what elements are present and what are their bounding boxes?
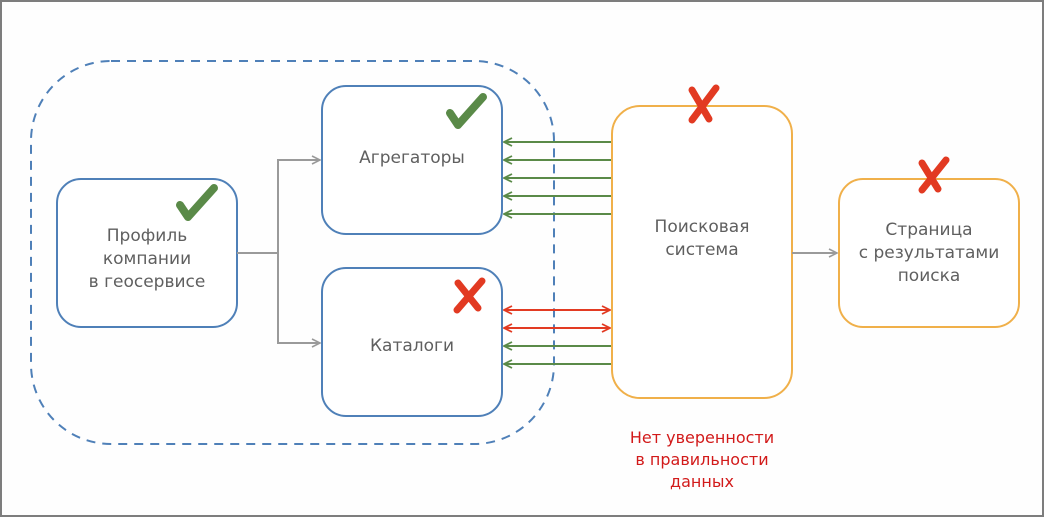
profile-check-icon — [176, 184, 218, 221]
aggregators-node-label: Агрегаторы — [359, 148, 465, 168]
catalogs-cross-icon — [453, 277, 486, 314]
aggregators-data-arrows — [504, 142, 611, 214]
search-engine-node-label: Поисковая система — [654, 217, 750, 260]
data-uncertainty-warning: Нет уверенности в правильности данных — [629, 428, 775, 491]
branch-to-aggregators-arrow — [277, 160, 320, 253]
aggregators-check-icon — [446, 93, 487, 129]
branch-to-catalogs-arrow — [277, 253, 320, 343]
profile-node-label: Профиль компании в геосервисе — [88, 226, 206, 292]
catalogs-data-arrows — [504, 310, 611, 364]
results-page-node-label: Страница с результатами поиска — [858, 220, 1000, 286]
search-engine-cross-icon — [688, 84, 720, 124]
catalogs-node-label: Каталоги — [369, 336, 455, 356]
geoservice-group-boundary — [30, 60, 555, 445]
results-page-cross-icon — [918, 156, 950, 194]
